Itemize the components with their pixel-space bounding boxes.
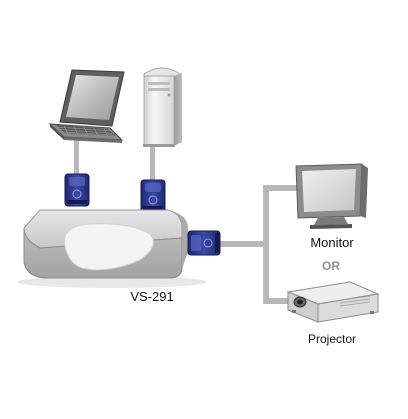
vga-connector-icon — [140, 179, 166, 213]
cable-trunk — [263, 185, 269, 303]
switch-model-label: VS-291 — [130, 289, 173, 304]
vga-connector-icon — [187, 230, 221, 256]
monitor-icon — [295, 163, 368, 229]
cable-output — [218, 241, 266, 247]
projector-label: Projector — [308, 332, 356, 346]
vga-connector-icon — [64, 173, 90, 207]
laptop-icon — [48, 69, 125, 143]
monitor-label: Monitor — [310, 235, 354, 250]
switch-box-icon — [17, 209, 207, 288]
cables — [74, 135, 299, 304]
cable-tower — [150, 146, 155, 180]
cable-laptop — [74, 135, 79, 177]
or-label: OR — [322, 259, 340, 273]
desktop-tower-icon — [143, 67, 182, 147]
cable-projector-branch — [263, 298, 291, 304]
cable-monitor-branch — [263, 185, 299, 191]
projector-icon — [286, 281, 380, 323]
